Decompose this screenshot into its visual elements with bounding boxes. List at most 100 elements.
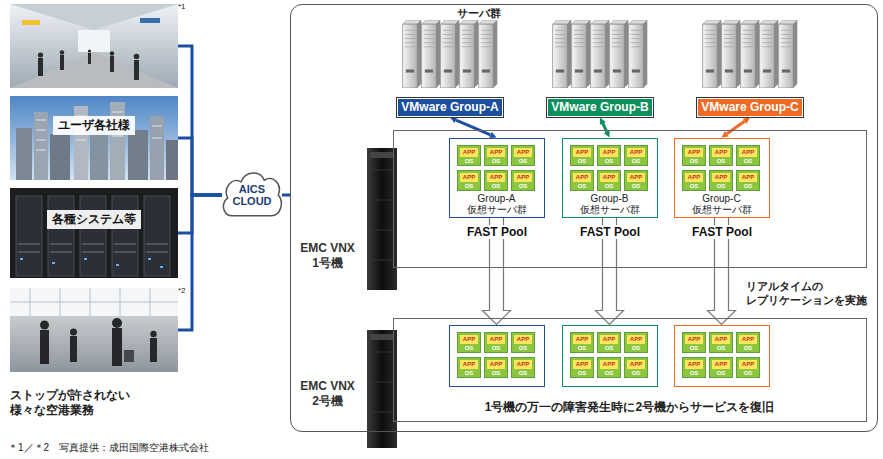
storage-tower: [370, 334, 394, 340]
fast-label: FAST Pool: [577, 225, 643, 239]
app: APP: [514, 335, 532, 344]
app: APP: [573, 148, 591, 157]
storage-tower: [370, 152, 394, 158]
os: OS: [625, 344, 647, 352]
photo-terminal: [88, 53, 91, 64]
photo-airport-hall: [70, 329, 77, 336]
server-group-b: [572, 20, 591, 88]
os: OS: [485, 182, 507, 190]
vm-icon: APPOS: [709, 357, 733, 378]
photo-terminal: [134, 54, 140, 60]
vm-icon: APPOS: [624, 332, 648, 353]
vm-icon: APPOS: [682, 357, 706, 378]
photo-airport-hall: [40, 318, 157, 366]
vm-icon: APPOS: [597, 332, 621, 353]
photo-airport-hall: [10, 288, 178, 316]
os: OS: [571, 369, 593, 377]
photo-terminal: [78, 30, 110, 52]
os: OS: [683, 344, 705, 352]
vm-icon: APPOS: [624, 145, 648, 166]
app: APP: [712, 360, 730, 369]
photo-buildings: [34, 112, 48, 180]
app: APP: [487, 360, 505, 369]
photo-servers: [16, 196, 42, 276]
photo-buildings: [36, 112, 162, 150]
os: OS: [737, 182, 759, 190]
os: OS: [625, 182, 647, 190]
vm-icon: APPOS: [736, 170, 760, 191]
app: APP: [685, 335, 703, 344]
os: OS: [598, 344, 620, 352]
vm-group-box: Group-C 仮想サーバ群APPOSAPPOSAPPOSAPPOSAPPOSA…: [674, 138, 770, 218]
photo-servers: [116, 264, 119, 266]
vnxlab: EMC VNX 2号機: [297, 379, 359, 409]
os: OS: [625, 157, 647, 165]
vm-icon: APPOS: [457, 357, 481, 378]
server-group-a: [422, 20, 441, 88]
mark: *2: [178, 286, 186, 295]
os: OS: [737, 157, 759, 165]
gtitle: Group-A 仮想サーバ群: [450, 193, 544, 215]
os: OS: [485, 369, 507, 377]
server-group-c: [703, 20, 798, 88]
fast-label: FAST Pool: [464, 225, 530, 239]
photo-panel: *2ストップが許されない 様々な空港業務: [10, 288, 178, 372]
photo-terminal: [38, 58, 43, 76]
vm-icon: APPOS: [511, 332, 535, 353]
app: APP: [487, 173, 505, 182]
photo-servers: [160, 266, 163, 268]
vmw-txt: VMware Group-A: [401, 100, 498, 114]
app: APP: [460, 360, 478, 369]
server-group-c: [703, 20, 722, 88]
app: APP: [573, 360, 591, 369]
cloud-outline: [223, 173, 281, 216]
server-group-b: [553, 20, 572, 88]
vm-icon: APPOS: [682, 170, 706, 191]
vm-icon: APPOS: [511, 357, 535, 378]
vm-icon: APPOS: [570, 170, 594, 191]
os: OS: [485, 157, 507, 165]
photo-terminal: [10, 52, 178, 88]
vm-icon: APPOS: [624, 357, 648, 378]
group-badge: VMware Group-B: [546, 97, 654, 118]
vm-icon: APPOS: [624, 170, 648, 191]
photo-servers: [148, 258, 151, 260]
photo-terminal: [38, 49, 139, 80]
photo-buildings: [10, 96, 178, 180]
plabel: 各種システム等: [47, 210, 141, 229]
server-group-b: [610, 20, 629, 88]
system-frame: サーバ群VMware Group-AVMware Group-BVMware G…: [290, 4, 878, 432]
photo-servers: [48, 196, 74, 276]
photo-servers: [84, 258, 87, 260]
photo-terminal: [110, 56, 114, 72]
network-line: [178, 46, 222, 195]
mark: *1: [178, 2, 186, 11]
network-line: [178, 195, 222, 233]
photo-airport-hall: [70, 336, 77, 362]
server-group-b: [553, 20, 648, 88]
photo-buildings: [166, 140, 178, 180]
photo-terminal: [22, 20, 40, 25]
vm-icon: APPOS: [570, 357, 594, 378]
photo-terminal: [10, 4, 178, 30]
photo-airport-hall: [40, 321, 49, 330]
cloud-shape: AICS CLOUD: [220, 168, 284, 222]
vm-group-box: APPOSAPPOSAPPOSAPPOSAPPOSAPPOS: [449, 325, 545, 387]
app: APP: [739, 360, 757, 369]
photo-airport-hall: [150, 338, 157, 362]
os: OS: [571, 344, 593, 352]
photo-terminal: [134, 60, 139, 80]
os: OS: [458, 344, 480, 352]
vm-group-box: APPOSAPPOSAPPOSAPPOSAPPOSAPPOS: [562, 325, 658, 387]
fn-label: ＊1／＊2 写真提供：成田国際空港株式会社: [8, 441, 209, 455]
vm-icon: APPOS: [511, 145, 535, 166]
network-line: [282, 194, 290, 197]
app: APP: [573, 173, 591, 182]
storage-box: EMC VNX 2号機1号機の万一の障害発生時に2号機からサービスを復旧APPO…: [393, 318, 867, 422]
photo-terminal: [10, 4, 178, 88]
app: APP: [600, 148, 618, 157]
photo-airport-hall: [150, 331, 156, 337]
server-group-c: [741, 20, 760, 88]
vmw-txt: VMware Group-B: [551, 100, 648, 114]
